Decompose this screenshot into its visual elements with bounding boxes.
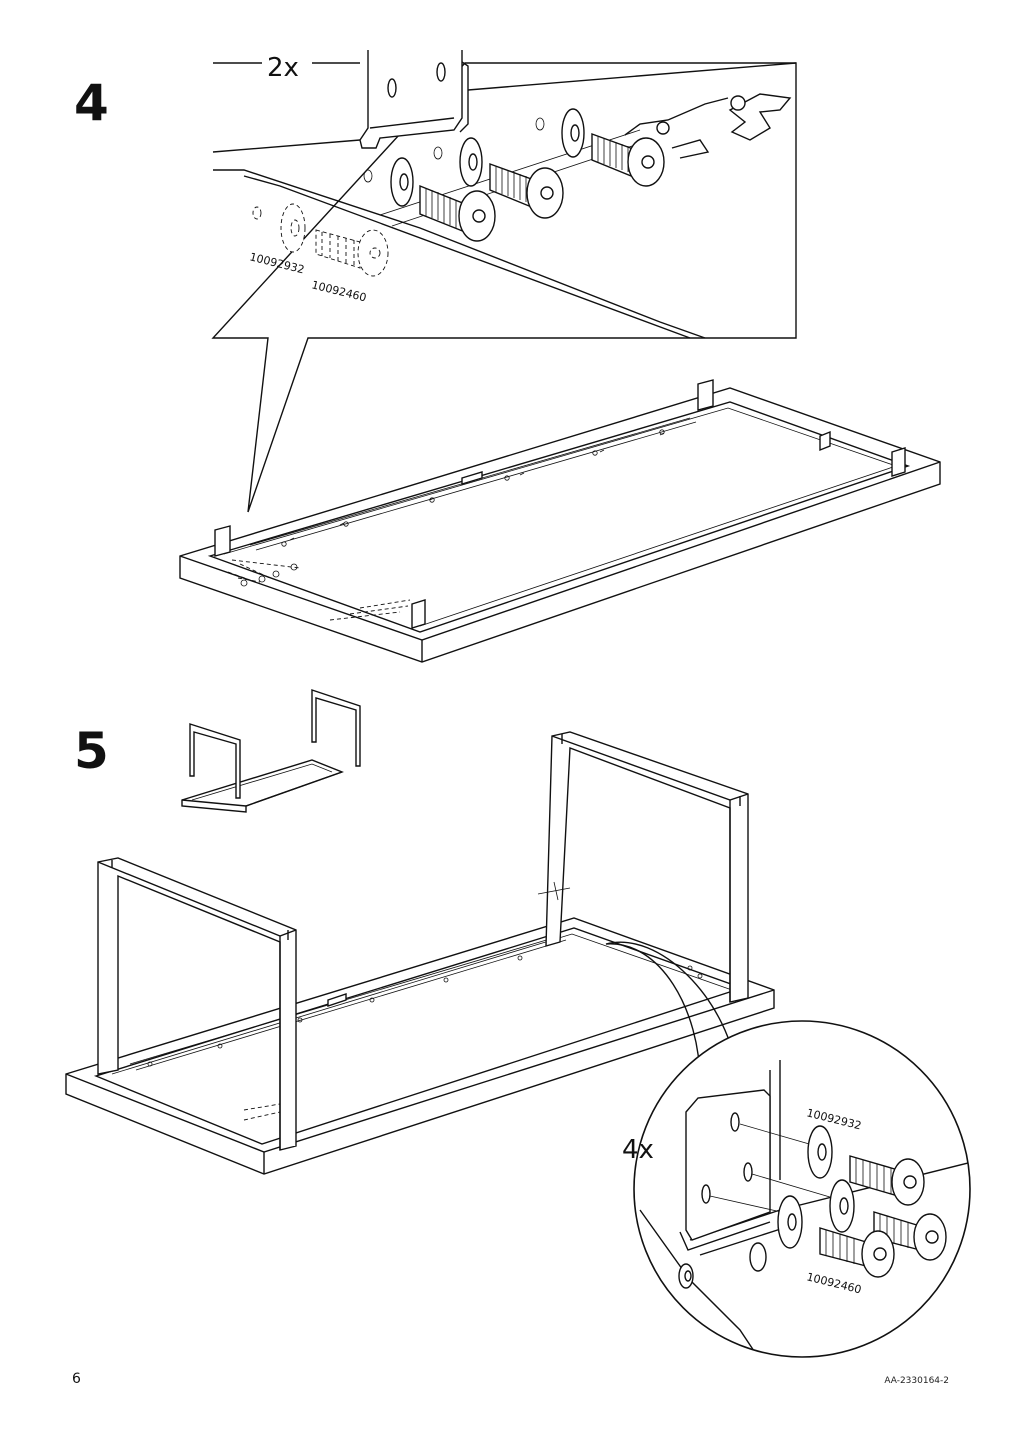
- table-frame-icon: [65, 917, 775, 1175]
- washer-icon: [807, 1125, 833, 1179]
- washer-icon: [252, 203, 306, 253]
- page-number: 6: [72, 1371, 81, 1387]
- step-5-overview: [181, 689, 361, 813]
- bolt-icon: [819, 1227, 895, 1278]
- table-leg-icon: [97, 857, 297, 1151]
- washer-icon: [459, 137, 483, 187]
- step-5-number: 5: [74, 722, 109, 780]
- bolt-icon: [849, 1155, 925, 1206]
- part-number-washer: 10092932: [248, 250, 305, 276]
- step-4-detail-callout: 2x: [211, 50, 797, 513]
- bolt-icon: [591, 133, 665, 187]
- bracket-icon: [359, 50, 469, 149]
- table-leg-icon: [537, 731, 749, 1003]
- step-5-detail-callout: 4x 10092932 10092460: [622, 1020, 971, 1358]
- washer-icon: [561, 108, 585, 158]
- bolt-icon: [489, 163, 564, 219]
- washer-icon: [777, 1195, 803, 1249]
- bracket-icon: [679, 1089, 771, 1251]
- washer-icon: [390, 157, 414, 207]
- step-4-quantity: 2x: [267, 53, 299, 83]
- washer-icon: [829, 1179, 855, 1233]
- bolt-icon: [419, 184, 496, 242]
- table-frame-icon: [179, 379, 941, 663]
- step-5-quantity: 4x: [622, 1135, 654, 1165]
- document-code: AA-2330164-2: [884, 1376, 949, 1386]
- bracket-icon: [624, 93, 792, 159]
- step-4-illustration: 2x: [179, 50, 941, 663]
- step-4-number: 4: [74, 74, 109, 132]
- part-number-bolt: 10092460: [310, 278, 367, 304]
- bolt-icon: [315, 229, 389, 277]
- step-5-illustration: 4x 10092932 10092460: [65, 689, 971, 1358]
